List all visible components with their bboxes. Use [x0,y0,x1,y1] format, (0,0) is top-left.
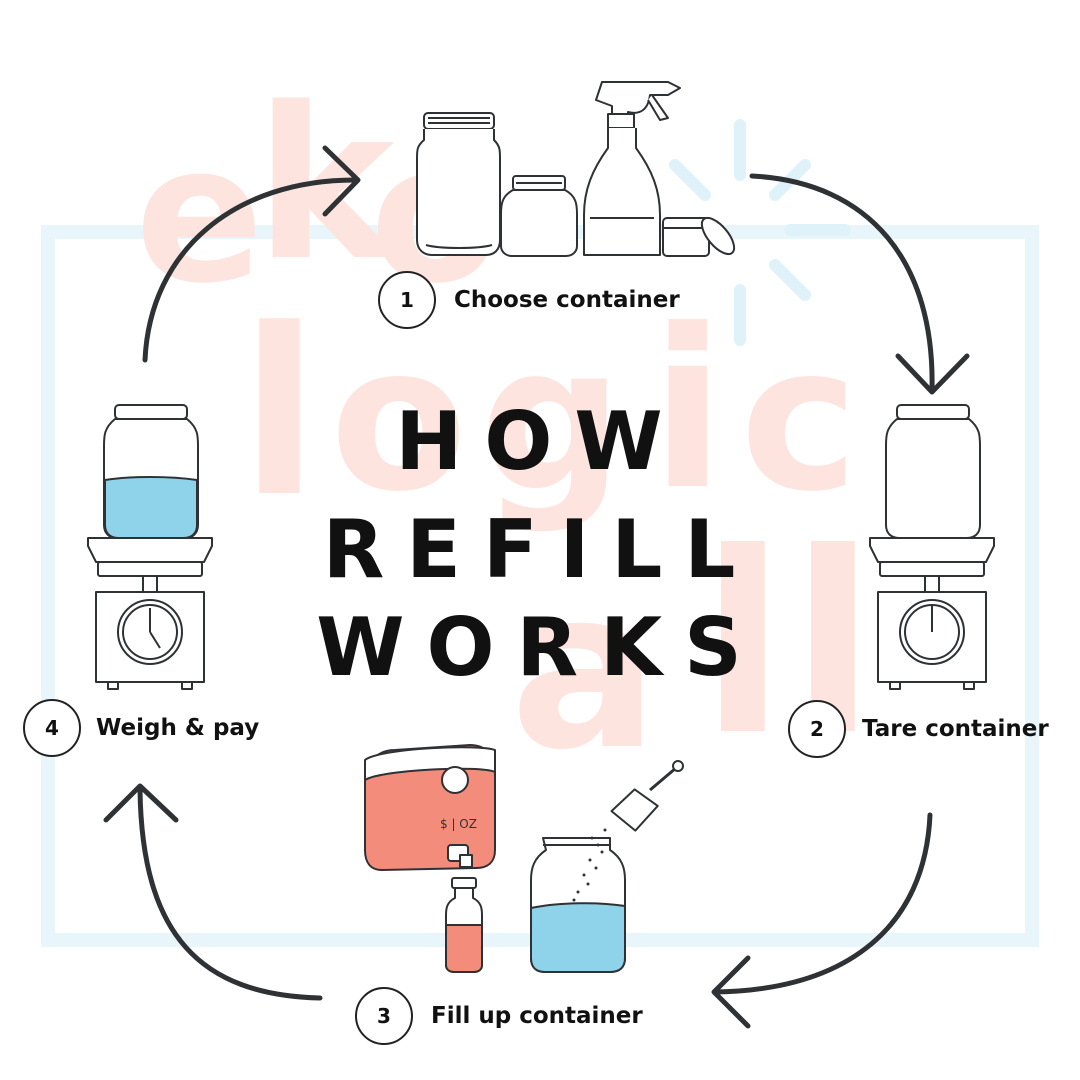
watermark-letter: l [700,499,786,790]
title-line-1: HOW [395,395,685,488]
watermark-letter: l [240,281,319,548]
empty-jar-icon [885,404,981,539]
step-label: Fill up container [431,1003,643,1029]
title-line-3: WORKS [316,601,764,694]
dispenser-icon: $ | OZ [364,744,496,871]
arrow-to-step-1 [142,177,358,363]
watermark-letter: a [510,542,659,798]
step-label: Tare container [862,716,1049,742]
watermark-letter: g [480,303,624,536]
step-1: 1 Choose container [378,271,680,329]
arrow-to-step-3 [712,812,933,995]
watermark-letter: i [650,282,726,538]
small-jar-icon [500,175,578,257]
mason-jar-icon [416,112,501,256]
step-number-badge: 2 [788,700,846,758]
step-label: Weigh & pay [96,715,260,741]
step-3: 3 Fill up container [355,987,643,1045]
watermark-letter: e [135,104,264,325]
tin-icon [662,216,736,257]
arrow-to-step-3-head [711,955,751,1029]
step-2: 2 Tare container [788,700,1049,758]
dispenser-price-label: $ | OZ [440,817,477,831]
filled-jar-icon [530,837,626,973]
arrow-to-step-2 [749,173,935,393]
spray-bottle-icon [583,81,681,256]
title-line-2: REFILL [322,503,758,596]
full-jar-icon [103,404,199,539]
small-bottle-icon [445,877,483,973]
pouring-particles [572,828,607,902]
step-number-badge: 3 [355,987,413,1045]
kitchen-scale-icon [869,537,995,690]
step-4: 4 Weigh & pay [23,699,259,757]
step-number-badge: 1 [378,271,436,329]
arrow-to-step-1-head [322,145,361,217]
step-number-badge: 4 [23,699,81,757]
arrow-to-step-4-head [103,783,179,823]
scoop-icon [610,760,684,832]
step-label: Choose container [454,287,680,313]
arrow-to-step-4 [137,787,323,1001]
arrow-to-step-2-head [895,353,970,395]
watermark-letter: c [740,303,859,536]
watermark-letter: o [330,303,468,536]
kitchen-scale-icon [87,537,213,690]
watermark-letter: k [255,62,395,307]
